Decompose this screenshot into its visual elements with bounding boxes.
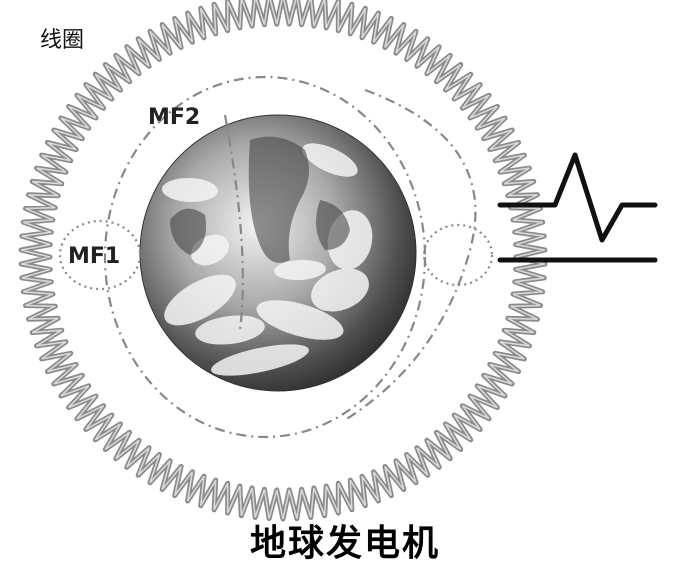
cloud-swirl [164,274,236,326]
field-line-mf2 [103,75,427,439]
signal-waveform-icon [497,152,658,263]
coil-ring [18,0,548,522]
field-loop-right [422,223,494,287]
diagram-caption: 地球发电机 [249,522,440,564]
field-line-right [344,88,477,421]
cloud-swirl [162,177,218,203]
cloud-swirl [211,344,309,376]
earth-icon [139,114,417,392]
field-loop-mf1 [58,219,142,291]
cloud-swirl [256,300,344,340]
mf2-label: MF2 [148,105,200,130]
cloud-swirl [274,259,326,281]
cloud-swirl [311,268,369,312]
coil-winding-highlight [20,0,546,520]
mf1-label: MF1 [68,244,120,269]
coil-label: 线圈 [40,28,85,53]
cloud-swirl [195,315,265,345]
cloud-swirl [302,143,358,177]
